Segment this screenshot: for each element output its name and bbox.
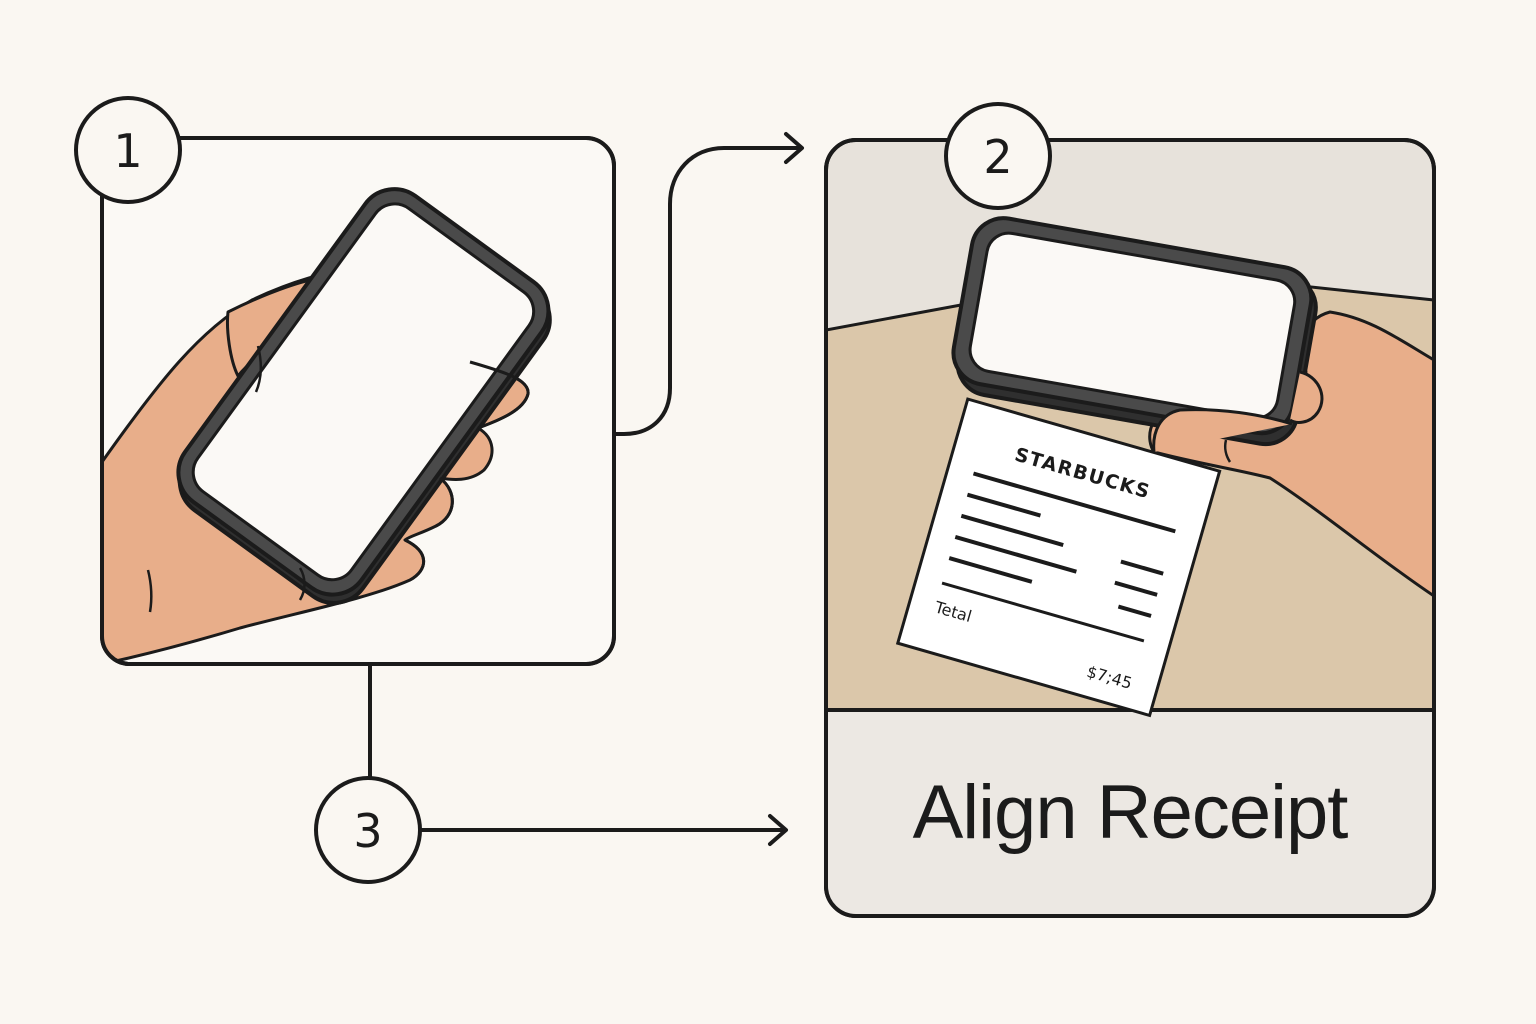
step-badge-2: 2 (944, 102, 1052, 210)
panel-step-2: STARBUCKS Tetal $7;45 Align Receipt (824, 138, 1436, 918)
connector-1-to-2 (612, 146, 802, 436)
step-number-2: 2 (983, 130, 1012, 184)
arrow-right-icon (768, 814, 788, 846)
arrow-right-icon (784, 132, 804, 164)
caption-align-receipt: Align Receipt (913, 770, 1349, 855)
phone-landscape-icon (951, 216, 1318, 447)
step-badge-1: 1 (74, 96, 182, 204)
receipt-icon: STARBUCKS Tetal $7;45 (895, 397, 1222, 718)
caption-panel (826, 710, 1434, 916)
panel-step-1 (100, 136, 616, 666)
step-number-1: 1 (113, 124, 142, 178)
hand-holding-phone-icon (102, 187, 552, 664)
phone-icon (176, 187, 552, 605)
step-number-3: 3 (353, 804, 382, 858)
step-badge-3: 3 (314, 776, 422, 884)
